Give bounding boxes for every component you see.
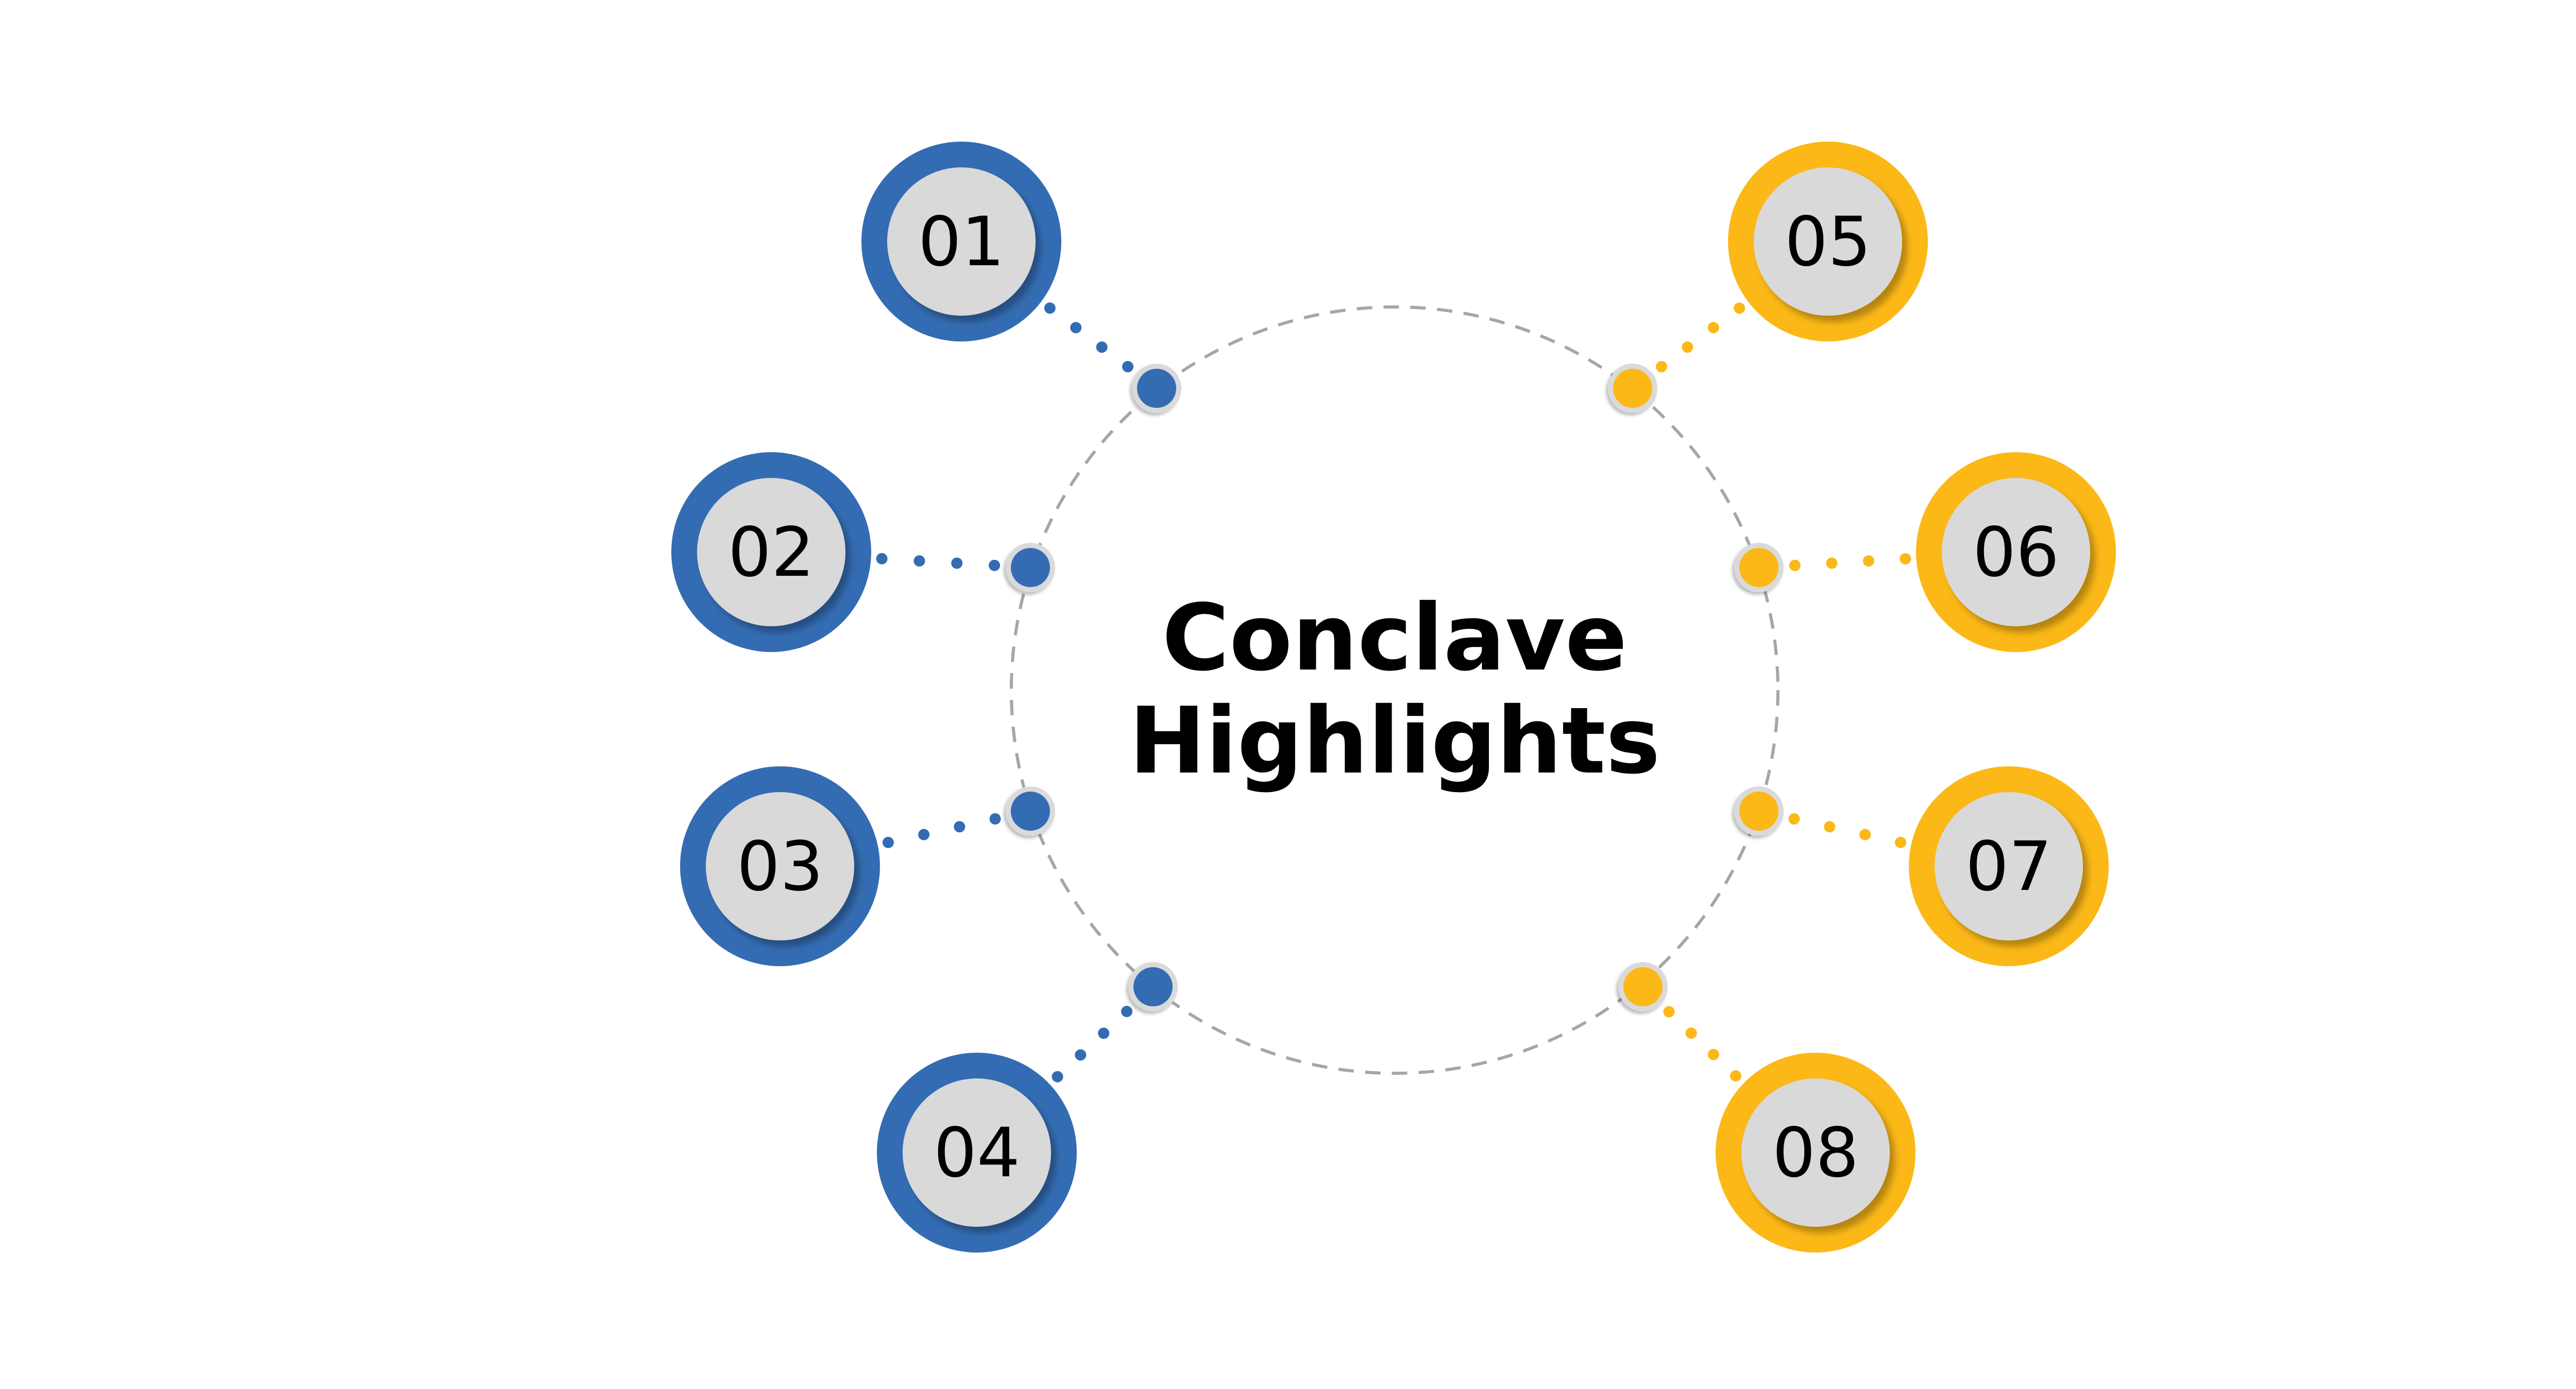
- connector-dot: [989, 813, 1001, 825]
- connector-dot: [876, 553, 888, 564]
- highlight-item-07[interactable]: 07: [1734, 766, 2109, 966]
- connector-dot: [1900, 553, 1911, 564]
- highlight-item-02[interactable]: 02: [671, 452, 1055, 652]
- ring-node: [1137, 369, 1176, 408]
- connector-dot: [1122, 361, 1134, 372]
- connector-dot: [1734, 302, 1745, 314]
- connector-dot: [1121, 1005, 1133, 1017]
- badge-number: 03: [737, 827, 823, 906]
- connector-dot: [882, 836, 894, 848]
- ring-node: [1011, 548, 1050, 587]
- connector-dot: [951, 557, 963, 569]
- connector-dot: [1075, 1049, 1087, 1061]
- connector-dot: [1859, 829, 1871, 841]
- connector-dot: [1730, 1070, 1741, 1082]
- connector-dot: [913, 555, 925, 567]
- connector-dot: [1789, 559, 1801, 571]
- badge-number: 06: [1973, 513, 2059, 592]
- highlight-item-01[interactable]: 01: [861, 142, 1181, 413]
- badge-number: 05: [1785, 202, 1871, 282]
- connector-dot: [954, 821, 965, 833]
- connector-dot: [1895, 836, 1907, 848]
- connector-dot: [1826, 557, 1838, 569]
- connector-dot: [989, 559, 1001, 571]
- connector-dot: [1824, 821, 1836, 833]
- connector-dot: [1788, 813, 1800, 825]
- ring-node: [1133, 967, 1173, 1006]
- ring-node: [1613, 369, 1652, 408]
- title-line-1: Conclave: [1162, 585, 1627, 691]
- badge-inner-disc: [706, 792, 854, 940]
- connector-dot: [1098, 1027, 1110, 1039]
- connector-dot: [1655, 361, 1667, 372]
- badge-number: 07: [1965, 827, 2052, 906]
- connector-dot: [1862, 555, 1874, 567]
- highlight-item-06[interactable]: 06: [1734, 452, 2116, 652]
- central-dashed-ring: [1010, 305, 1780, 1075]
- connector-dot: [1044, 302, 1056, 314]
- badge-number: 04: [934, 1113, 1020, 1193]
- badge-number: 01: [918, 202, 1005, 282]
- badge-inner-disc: [1754, 167, 1902, 316]
- badge-inner-disc: [1741, 1078, 1890, 1227]
- connector-dot: [1685, 1027, 1697, 1039]
- connector-dot: [918, 829, 930, 841]
- ring-node: [1623, 967, 1663, 1006]
- connector-dot: [1707, 322, 1719, 334]
- badge-inner-disc: [903, 1078, 1051, 1227]
- title-line-2: Highlights: [1129, 688, 1660, 794]
- ring-node: [1011, 792, 1050, 831]
- highlight-item-04[interactable]: 04: [877, 962, 1178, 1253]
- badge-inner-disc: [1942, 478, 2090, 626]
- connector-dot: [1052, 1071, 1063, 1083]
- connector-dot: [1070, 322, 1082, 334]
- badge-number: 02: [728, 513, 815, 592]
- badge-inner-disc: [697, 478, 845, 626]
- badge-inner-disc: [887, 167, 1036, 316]
- connector-dot: [1096, 341, 1108, 353]
- highlight-item-03[interactable]: 03: [680, 766, 1055, 966]
- ring-node: [1739, 548, 1778, 587]
- badge-inner-disc: [1935, 792, 2083, 940]
- ring-node: [1739, 792, 1778, 831]
- connector-dot: [1707, 1049, 1719, 1060]
- highlight-item-08[interactable]: 08: [1618, 962, 1916, 1253]
- connector-dot: [1682, 341, 1693, 353]
- badge-number: 08: [1772, 1113, 1859, 1193]
- highlight-item-05[interactable]: 05: [1608, 142, 1928, 413]
- connector-dot: [1663, 1006, 1675, 1018]
